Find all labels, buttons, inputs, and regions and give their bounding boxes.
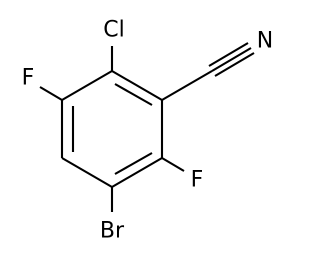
ring-bond-c1-c2 [111,70,163,101]
ring-bond-c4-c5 [61,157,113,188]
bond-c3-f [161,157,185,172]
ring-bond-c3-c4 [111,157,163,188]
bond-c2-cnitrile [161,70,213,101]
nitrile-triple-bond-center [211,47,252,72]
atom-label-n: N [257,29,273,54]
molecule-structure-diagram: Cl F N F Br [22,18,274,244]
nitrile-triple-bond-lower [214,52,255,77]
atom-label-cl: Cl [103,18,124,43]
atom-label-br: Br [100,219,125,244]
ring-inner-bond-c3-c4 [114,152,153,175]
ring-bond-c6-c1 [61,70,113,101]
bond-c6-f [39,86,63,101]
nitrile-triple-bond-upper [208,42,249,67]
atom-label-f-right: F [191,168,204,193]
atom-label-f-left: F [22,66,35,91]
ring-inner-bond-c1-c2 [114,83,153,106]
